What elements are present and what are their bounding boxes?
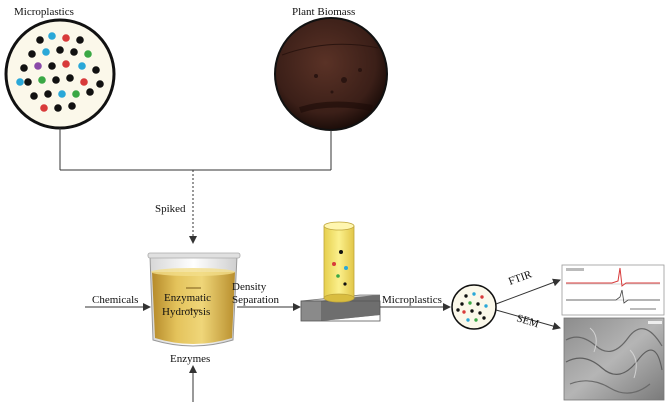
microplastics-mid-label: Microplastics	[382, 294, 442, 306]
merge-connector	[59, 128, 332, 171]
plant-biomass-icon	[274, 17, 388, 131]
ftir-label: FTIR	[507, 268, 534, 288]
sem-label: SEM	[515, 312, 540, 330]
particle-dish-icon	[451, 284, 497, 330]
chemicals-label: Chemicals	[92, 294, 138, 306]
beaker-icon	[147, 252, 241, 347]
spiked-label: Spiked	[155, 203, 186, 215]
ftir-arrow	[495, 278, 561, 305]
microplastics-dish-icon	[4, 18, 116, 130]
microplastics-title: Microplastics	[14, 6, 74, 18]
sem-arrow	[495, 309, 561, 330]
enzymes-label: Enzymes	[170, 353, 210, 365]
enzymatic-label: Enzymatic	[164, 292, 211, 304]
separation-label: Separation	[232, 294, 280, 306]
density-column-icon	[300, 221, 381, 322]
ftir-spectrum-icon	[561, 264, 665, 316]
hydrolysis-label: Hydrolysis	[162, 306, 210, 318]
plant-biomass-title: Plant Biomass	[292, 6, 355, 18]
density-label: Density	[232, 281, 267, 293]
sem-image-icon	[563, 317, 665, 401]
